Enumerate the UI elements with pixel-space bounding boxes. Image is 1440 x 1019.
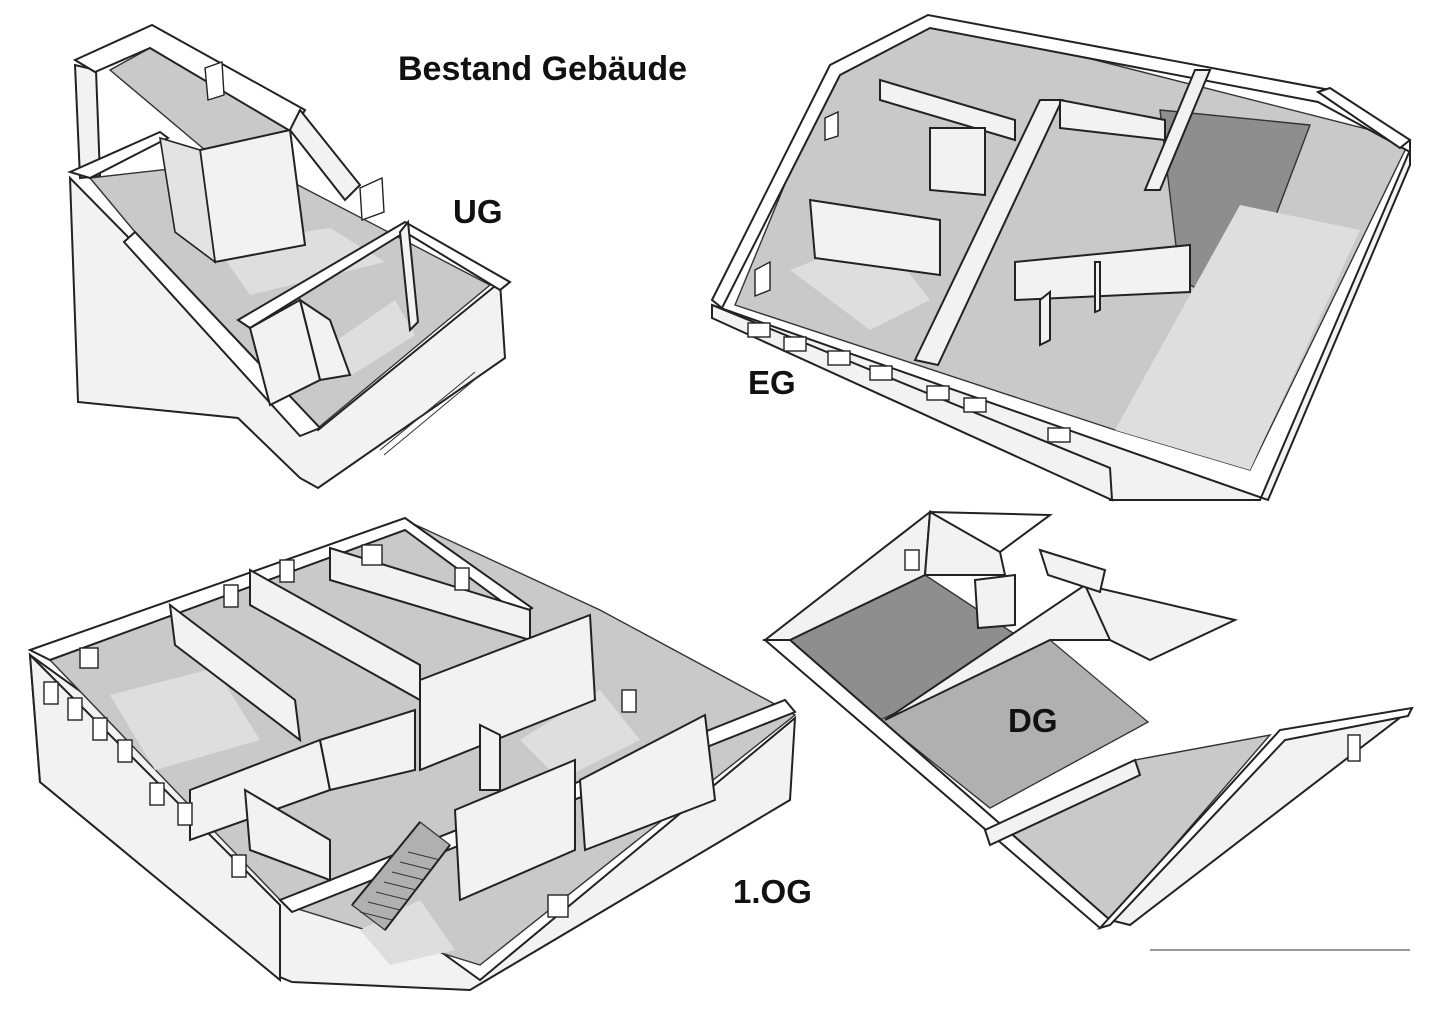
og-model xyxy=(27,516,797,992)
floor-label-ug: UG xyxy=(453,193,503,230)
diagram-title: Bestand Gebäude xyxy=(398,50,688,88)
floor-label-eg: EG xyxy=(748,364,796,401)
staircase xyxy=(351,821,451,931)
floor-label-og: 1.OG xyxy=(733,873,812,910)
ug-model xyxy=(67,23,512,490)
dg-model xyxy=(762,509,1414,951)
eg-model xyxy=(710,13,1412,502)
floor-label-dg: DG xyxy=(1008,702,1058,739)
